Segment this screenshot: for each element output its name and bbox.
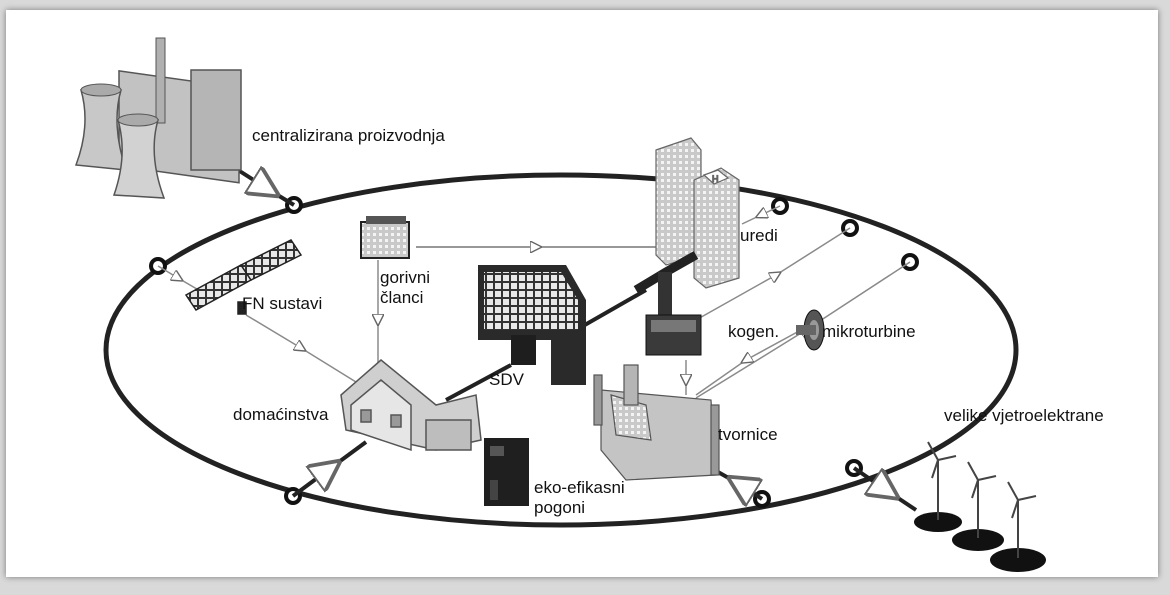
link-central [236,170,296,207]
power-plant-icon [74,37,242,199]
scada-control-room-icon [478,265,586,385]
label-offices: uredi [740,226,778,245]
label-eco-2: pogoni [534,498,586,517]
label-factories: tvornice [718,425,778,444]
office-towers-icon: H [655,137,740,289]
wind-farm-icon [914,441,1046,572]
eco-efficient-drive-icon [484,438,529,506]
label-central-production: centralizirana proizvodnja [252,126,445,145]
label-cogeneration: kogen. [728,322,780,341]
factory-icon [593,364,720,481]
microturbine-icon [796,309,825,351]
link-pv-house [245,314,357,383]
link-house-scada [445,363,512,402]
label-pv-systems: FN sustavi [242,294,323,313]
link-factory-ring [717,470,764,499]
link-scada-chp [575,288,647,332]
label-households: domaćinstva [233,405,329,424]
link-chp-node2 [695,227,851,321]
label-fuel-cells-1: gorivni [380,268,431,287]
label-fuel-cells-2: članci [380,288,424,307]
link-micro-fac [695,329,802,396]
label-scada: SDV [489,370,524,389]
house-icon [340,359,482,452]
link-node-pv [157,265,203,293]
node-left [149,257,167,275]
svg-text:H: H [712,174,719,184]
smart-grid-diagram: H [74,37,1046,572]
link-node-offices [741,205,781,225]
link-wind-ring [852,466,918,512]
grid-ring [103,172,1019,528]
fuel-cell-icon [360,216,410,259]
thick-links [236,170,918,512]
diagram-frame: H [6,10,1158,577]
pv-panels-icon [184,239,303,315]
label-microturbines: mikroturbine [822,322,916,341]
label-wind-farms: velike vjetroelektrane [944,406,1104,425]
link-house-ring [291,440,368,498]
connectors [157,205,911,399]
cogeneration-icon [633,251,702,356]
label-eco-1: eko-efikasni [534,478,625,497]
